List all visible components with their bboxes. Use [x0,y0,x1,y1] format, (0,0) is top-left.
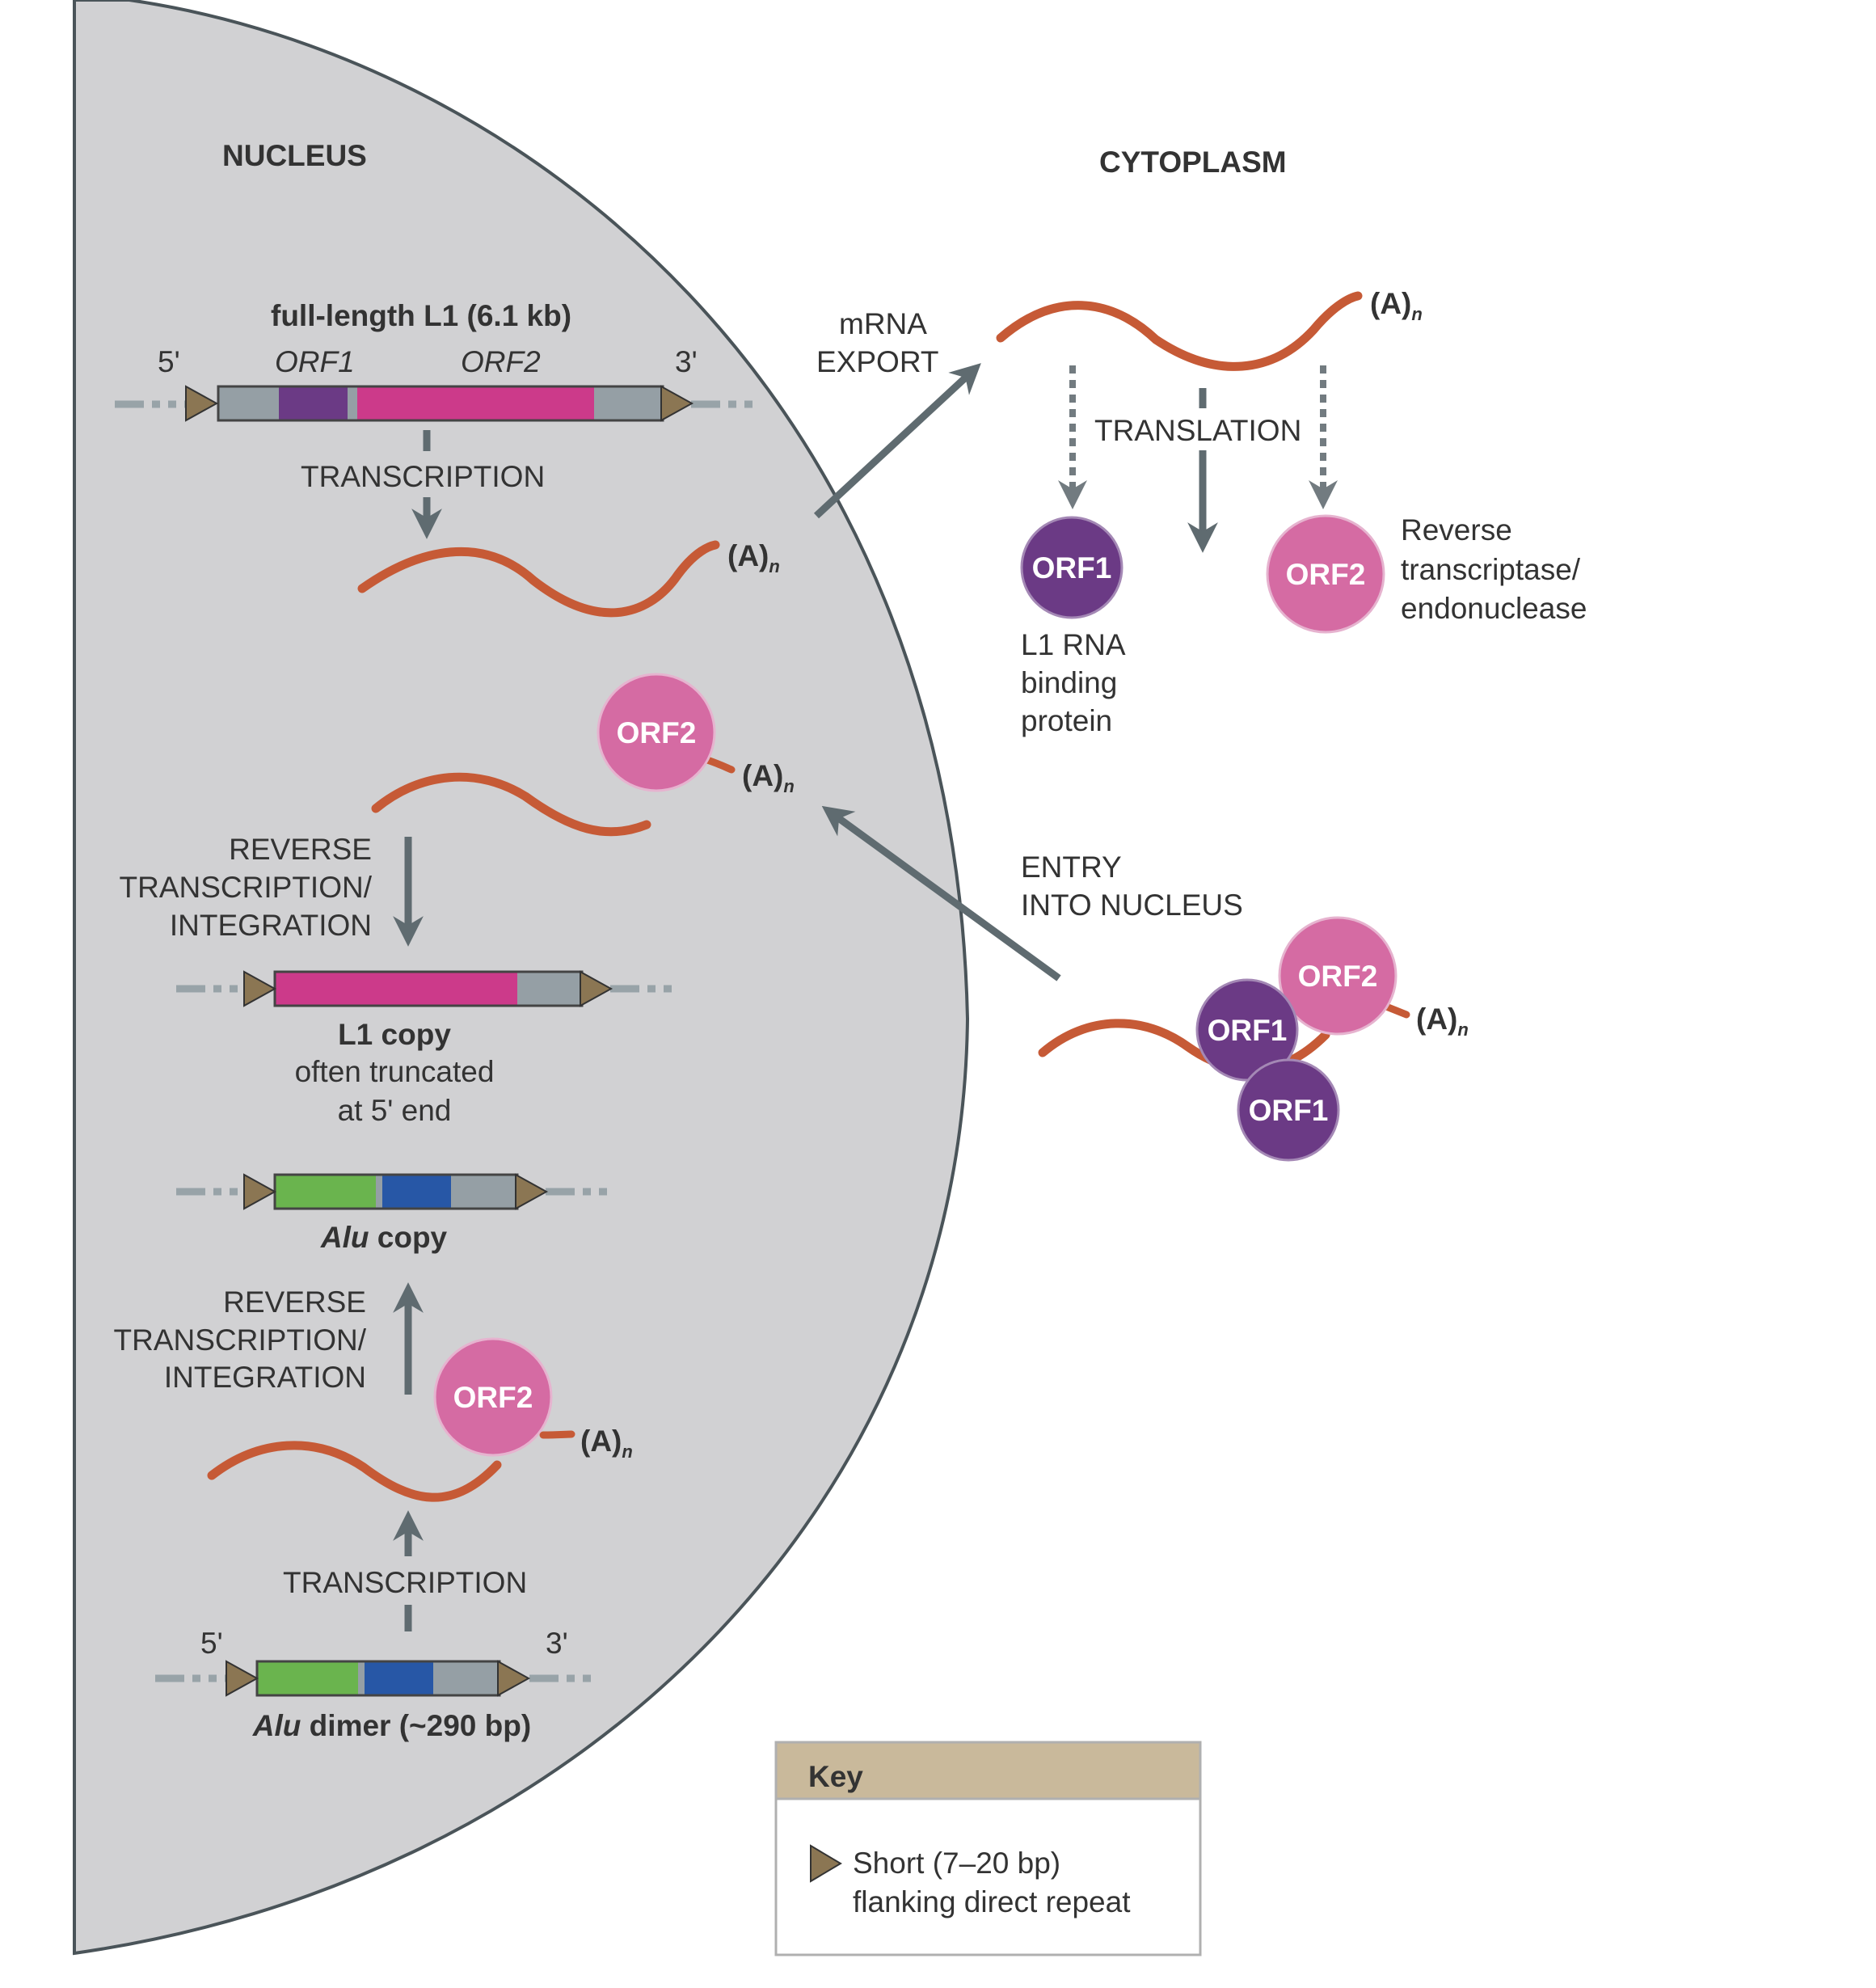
alu-copy-construct [176,1173,614,1210]
translation-label-bg [1090,408,1305,450]
mrna-export-arrow [813,363,981,519]
transcription-bottom-label: TRANSCRIPTION [283,1566,527,1599]
polya-label: (A)n [742,759,795,796]
l1-copy-construct [176,970,679,1007]
svg-text:(A)n: (A)n [1370,287,1423,324]
alu-three-prime: 3' [546,1627,568,1660]
svg-text:(A)n: (A)n [727,539,780,576]
mrna-export-label-1: mRNA [839,307,927,340]
l1-mrna-cytoplasm [996,291,1363,371]
key-title: Key [808,1760,863,1793]
svg-text:ORF1: ORF1 [1249,1094,1329,1127]
orf2-protein-nucleus-l1 [597,673,716,792]
transcription-top-label: TRANSCRIPTION [301,460,545,493]
l1-copy-title: L1 copy [338,1018,451,1051]
alu-five-prime: 5' [200,1627,223,1660]
polya-label: (A)n [580,1425,633,1462]
alu-dimer-construct [155,1660,594,1697]
rnp-complex: ORF2 ORF1 ORF1 [1038,916,1410,1162]
entry-label-1: ENTRY [1021,850,1122,884]
alu-mrna [207,1441,502,1502]
orf1-protein-label: ORF1 [1032,551,1112,585]
l1-gene-construct [115,385,760,422]
l1-copy-line2: often truncated [295,1055,495,1088]
orf1-desc-1: L1 RNA [1021,628,1126,661]
l1-mrna-with-orf2-tail [703,756,736,774]
cytoplasm-label: CYTOPLASM [1099,146,1287,179]
orf2-protein [1266,514,1385,634]
rt-l1-label-1: REVERSE [229,833,372,866]
l1-three-prime: 3' [675,345,698,378]
entry-arrow [821,805,1061,981]
alu-dimer-label: Alu dimer (~290 bp) [252,1709,531,1742]
alu-copy-label: Alu copy [320,1221,448,1254]
rt-l1-label-3: INTEGRATION [170,909,372,942]
l1-gene-title: full-length L1 (6.1 kb) [271,299,571,332]
key-line-2: flanking direct repeat [853,1885,1131,1918]
entry-label-2: INTO NUCLEUS [1021,888,1243,922]
orf2-protein-nucleus-alu-label: ORF2 [453,1381,533,1414]
mrna-export-label-2: EXPORT [816,345,938,378]
orf1-desc-3: protein [1021,704,1112,737]
orf2-desc-1: Reverse [1401,513,1512,547]
l1-copy-line3: at 5' end [338,1094,452,1127]
orf1-segment-label: ORF1 [275,345,355,378]
svg-text:(A)n: (A)n [580,1425,633,1462]
rt-alu-label-2: TRANSCRIPTION/ [114,1323,367,1357]
orf1-desc-2: binding [1021,666,1117,699]
key-box [774,1741,1202,1956]
nucleus-label: NUCLEUS [222,139,367,172]
orf2-desc-3: endonuclease [1401,592,1587,625]
l1-five-prime: 5' [158,345,180,378]
svg-text:ORF1: ORF1 [1208,1014,1288,1047]
repeat-triangle-icon [810,1844,842,1883]
rt-l1-label-2: TRANSCRIPTION/ [120,871,373,904]
svg-text:(A)n: (A)n [1416,1002,1469,1040]
svg-text:ORF2: ORF2 [1298,960,1378,993]
l1-mrna-nucleus [357,540,720,618]
rt-alu-label-3: INTEGRATION [164,1361,366,1394]
polya-label: (A)n [1416,1002,1469,1040]
polya-label: (A)n [1370,287,1423,324]
polya-label: (A)n [727,539,780,576]
translation-label: TRANSLATION [1094,414,1301,447]
orf2-desc-2: transcriptase/ [1401,553,1581,586]
orf2-protein-nucleus-alu [433,1337,553,1457]
orf2-protein-label: ORF2 [1286,558,1366,591]
orf2-segment-label: ORF2 [461,345,541,378]
orf2-protein-nucleus-l1-label: ORF2 [617,716,697,749]
svg-text:(A)n: (A)n [742,759,795,796]
alu-mrna-tail [539,1430,575,1439]
orf1-protein [1020,516,1123,619]
l1-mrna-with-orf2 [371,772,651,837]
rt-alu-label-1: REVERSE [223,1285,366,1319]
key-line-1: Short (7–20 bp) [853,1847,1060,1880]
